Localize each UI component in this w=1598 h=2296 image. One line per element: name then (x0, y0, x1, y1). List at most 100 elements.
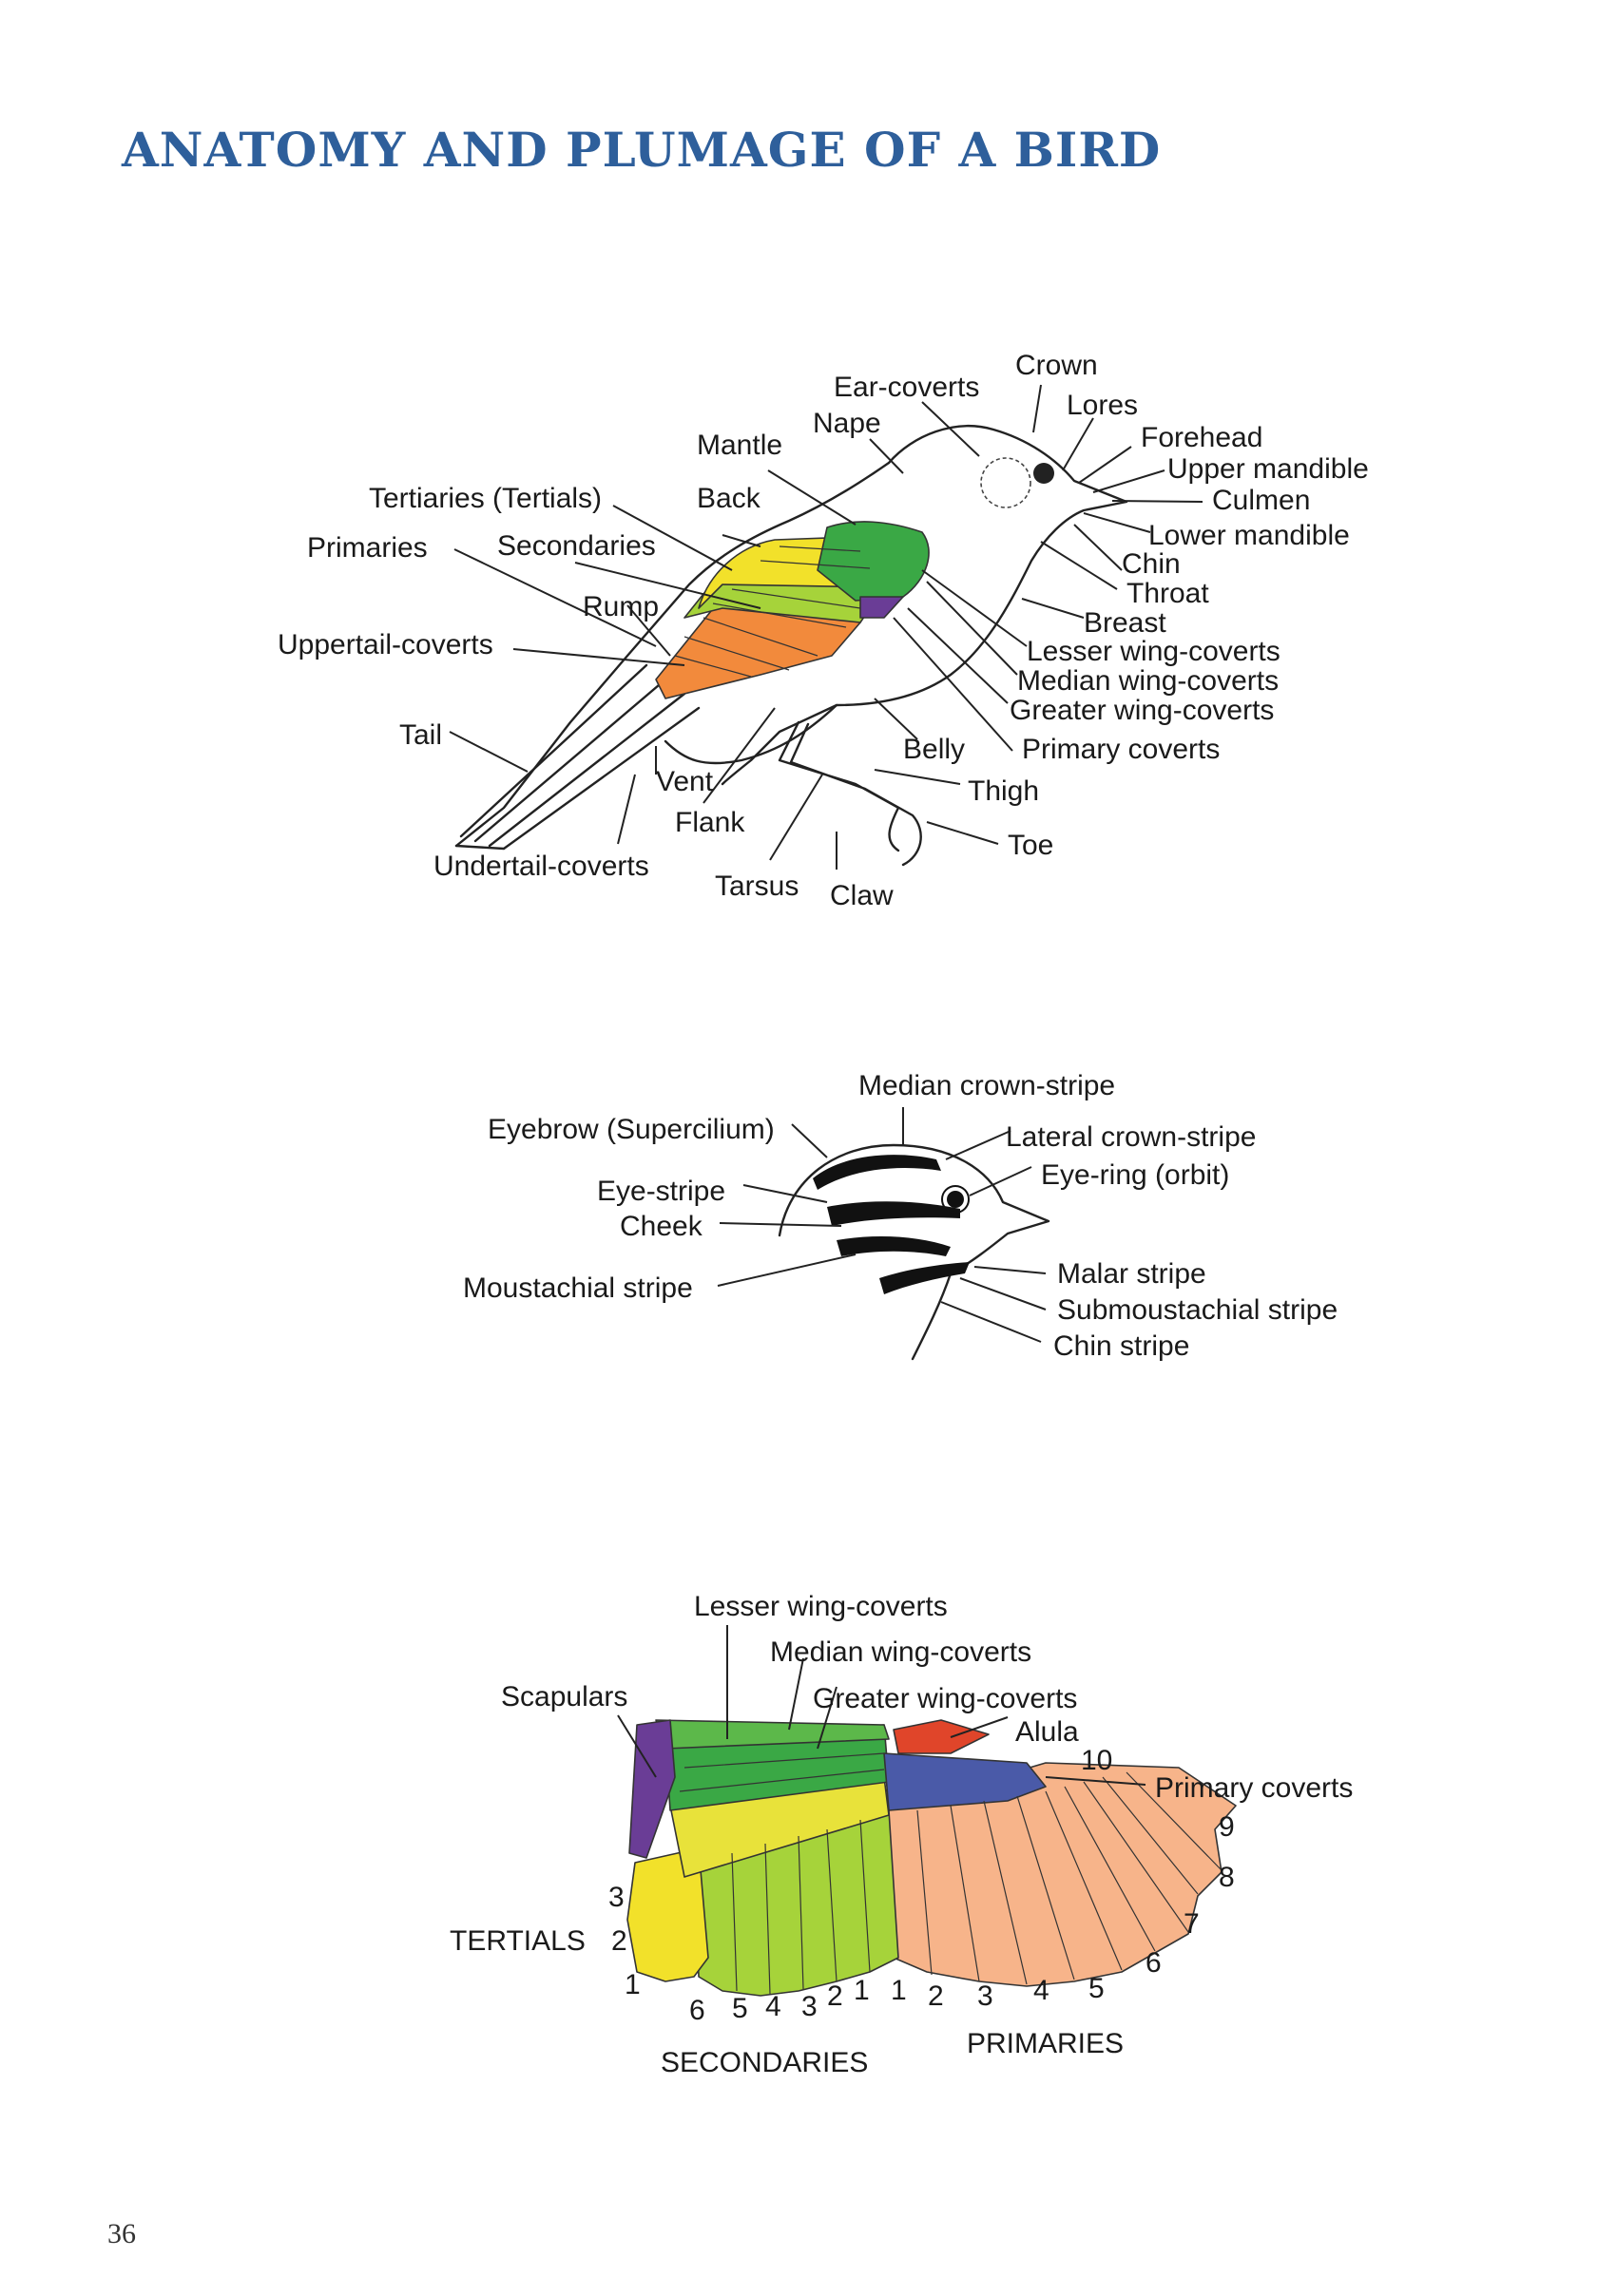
wing-green-coverts (817, 521, 930, 602)
label-greater-wing-coverts-2: Greater wing-coverts (813, 1683, 1077, 1714)
malar-stripe-shape (879, 1262, 970, 1294)
label-throat: Throat (1126, 578, 1209, 609)
label-median-wing-coverts-1: Median wing-coverts (1017, 665, 1279, 697)
bird-head-pattern-diagram: Median crown-stripe Eyebrow (Supercilium… (463, 1070, 1338, 1362)
primary-number-2: 2 (928, 1980, 944, 2012)
wing-feathers-diagram: Lesser wing-coverts Median wing-coverts … (450, 1591, 1353, 2078)
secondary-number-1: 1 (854, 1975, 870, 2006)
label-belly: Belly (903, 734, 965, 765)
bird-body-outline (721, 425, 1128, 786)
label-submoustachial-stripe: Submoustachial stripe (1057, 1294, 1338, 1326)
secondary-number-4: 4 (765, 1991, 781, 2022)
label-primaries: Primaries (307, 532, 428, 564)
label-median-crown-stripe: Median crown-stripe (858, 1070, 1115, 1101)
bird-back-outline (454, 461, 891, 848)
secondary-number-2: 2 (827, 1980, 843, 2012)
wing-feather-lines (674, 545, 871, 678)
scapulars-feathers (628, 1719, 676, 1859)
label-ear-coverts: Ear-coverts (834, 372, 979, 403)
primary-number-7: 7 (1184, 1908, 1200, 1940)
label-greater-wing-coverts-1: Greater wing-coverts (1010, 695, 1274, 726)
belly-outline (664, 703, 838, 765)
label-secondaries: SECONDARIES (661, 2047, 868, 2078)
label-crown: Crown (1015, 350, 1098, 381)
leader-lines-head (717, 1107, 1047, 1343)
eye-ring-shape (941, 1185, 970, 1214)
label-claw: Claw (830, 880, 894, 911)
label-thigh: Thigh (968, 775, 1039, 807)
wing-purple-patch (859, 596, 904, 619)
label-moustachial-stripe: Moustachial stripe (463, 1272, 693, 1304)
label-chin-stripe: Chin stripe (1053, 1330, 1189, 1362)
label-breast: Breast (1084, 607, 1166, 639)
label-lower-mandible: Lower mandible (1148, 520, 1350, 551)
secondary-number-5: 5 (732, 1993, 748, 2024)
label-toe: Toe (1008, 830, 1053, 861)
label-tarsus: Tarsus (715, 871, 799, 902)
label-malar-stripe: Malar stripe (1057, 1258, 1206, 1290)
secondary-number-6: 6 (689, 1995, 705, 2026)
label-alula: Alula (1015, 1716, 1079, 1748)
page-number: 36 (107, 2218, 136, 2249)
eye-icon (1033, 463, 1054, 484)
label-lores: Lores (1067, 390, 1138, 421)
page-title: ANATOMY AND PLUMAGE OF A BIRD (122, 122, 1162, 178)
label-tertiaries: Tertiaries (Tertials) (369, 483, 602, 514)
label-nape: Nape (813, 408, 881, 439)
primary-number-10: 10 (1081, 1745, 1112, 1776)
label-mantle: Mantle (697, 430, 782, 461)
primary-coverts-feathers (883, 1752, 1047, 1811)
primary-number-4: 4 (1033, 1975, 1049, 2006)
label-primary-coverts-2: Primary coverts (1155, 1772, 1353, 1804)
label-lesser-wing-coverts-2: Lesser wing-coverts (694, 1591, 948, 1622)
label-primaries: PRIMARIES (967, 2028, 1124, 2059)
eye-stripe-shape (827, 1201, 960, 1226)
head-outline (778, 1143, 1050, 1361)
primary-number-3: 3 (977, 1980, 993, 2012)
lateral-crown-stripe-shape (813, 1155, 941, 1190)
moustachial-stripe-shape (837, 1235, 951, 1256)
bird-side-view-diagram: Crown Ear-coverts Lores Nape Forehead Ma… (278, 350, 1369, 911)
label-forehead: Forehead (1141, 422, 1262, 453)
label-tertials: TERTIALS (450, 1925, 586, 1957)
label-rump: Rump (583, 591, 659, 622)
label-lesser-wing-coverts-1: Lesser wing-coverts (1027, 636, 1280, 667)
label-tail: Tail (399, 719, 442, 751)
label-uppertail-coverts: Uppertail-coverts (278, 629, 493, 660)
tertial-number-1: 1 (625, 1969, 641, 2000)
label-vent: Vent (656, 766, 714, 797)
primary-number-9: 9 (1219, 1811, 1235, 1843)
label-culmen: Culmen (1212, 485, 1310, 516)
primary-number-1: 1 (891, 1975, 907, 2006)
head-eye-icon (947, 1191, 964, 1208)
label-eye-stripe: Eye-stripe (597, 1176, 725, 1207)
tertial-number-3: 3 (608, 1882, 625, 1913)
ear-coverts-patch (980, 457, 1031, 508)
label-lateral-crown-stripe: Lateral crown-stripe (1006, 1121, 1256, 1153)
label-eye-ring: Eye-ring (orbit) (1041, 1159, 1229, 1191)
tertial-number-2: 2 (611, 1925, 627, 1957)
primary-number-6: 6 (1146, 1947, 1162, 1979)
label-scapulars: Scapulars (501, 1681, 627, 1712)
primary-number-5: 5 (1088, 1973, 1105, 2004)
leg-outline (778, 720, 922, 867)
label-upper-mandible: Upper mandible (1167, 453, 1369, 485)
label-cheek: Cheek (620, 1211, 703, 1242)
label-secondaries: Secondaries (497, 530, 656, 562)
leader-lines-wing (617, 1625, 1146, 1786)
primary-number-8: 8 (1219, 1862, 1235, 1893)
label-back: Back (697, 483, 761, 514)
label-eyebrow: Eyebrow (Supercilium) (488, 1114, 775, 1145)
leader-lines-bird (449, 384, 1203, 870)
alula-feathers (893, 1719, 990, 1754)
primaries-feathers (883, 1762, 1237, 1987)
label-primary-coverts-1: Primary coverts (1022, 734, 1220, 765)
tail-outline (454, 663, 701, 851)
label-median-wing-coverts-2: Median wing-coverts (770, 1636, 1031, 1668)
label-flank: Flank (675, 807, 745, 838)
secondary-number-3: 3 (801, 1991, 818, 2022)
label-undertail-coverts: Undertail-coverts (433, 851, 649, 882)
label-chin: Chin (1122, 548, 1181, 580)
wing-feather-divisions (679, 1752, 1223, 1995)
